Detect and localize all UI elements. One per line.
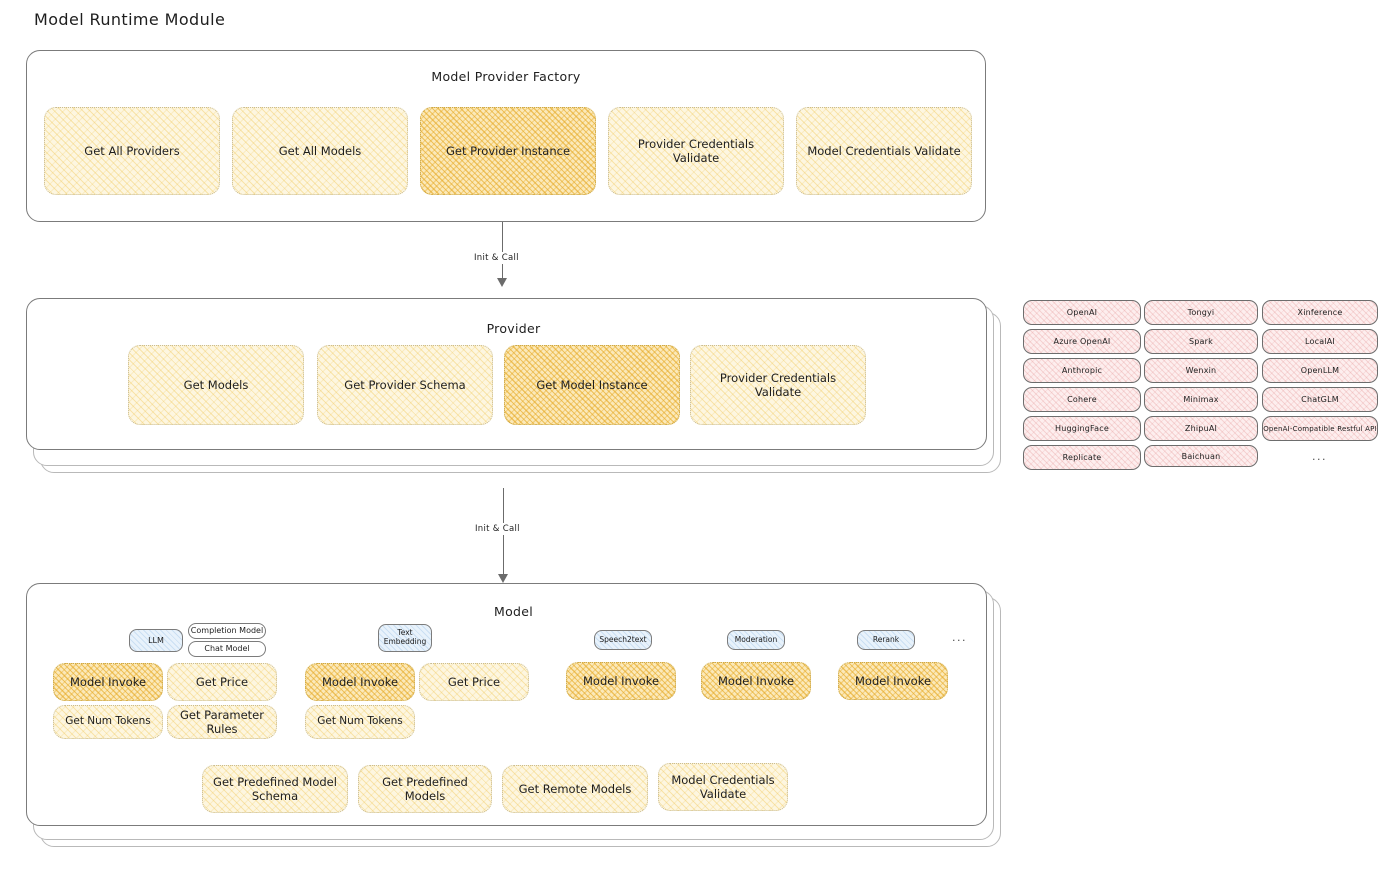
provider-item-provider-credentials-validate[interactable]: Provider Credentials Validate — [690, 345, 866, 425]
model-common-method-get-predefined-model-schema[interactable]: Get Predefined Model Schema — [202, 765, 348, 813]
provider-chip-wenxin[interactable]: Wenxin — [1144, 358, 1258, 383]
model-type-badge-rerank[interactable]: Rerank — [857, 630, 915, 650]
provider-item-get-models[interactable]: Get Models — [128, 345, 304, 425]
provider-chip-cohere[interactable]: Cohere — [1023, 387, 1141, 412]
factory-item-get-all-models[interactable]: Get All Models — [232, 107, 408, 195]
llm-method-get-parameter-rules[interactable]: Get Parameter Rules — [167, 705, 277, 739]
provider-chip-openai[interactable]: OpenAI — [1023, 300, 1141, 325]
provider-chip-spark[interactable]: Spark — [1144, 329, 1258, 354]
provider-card-title: Provider — [486, 321, 541, 336]
arrow-label-init-and-call: Init & Call — [471, 252, 522, 264]
provider-list: OpenAI Azure OpenAI Anthropic Cohere Hug… — [1023, 300, 1383, 475]
model-card: Model LLM Completion Model Chat Model Mo… — [26, 583, 1001, 848]
provider-chip-tongyi[interactable]: Tongyi — [1144, 300, 1258, 325]
page-title: Model Runtime Module — [34, 10, 226, 29]
model-subtype-badge-chat-model[interactable]: Chat Model — [188, 641, 266, 657]
text-embedding-method-model-invoke[interactable]: Model Invoke — [305, 663, 415, 701]
model-common-method-get-remote-models[interactable]: Get Remote Models — [502, 765, 648, 813]
provider-chip-xinference[interactable]: Xinference — [1262, 300, 1378, 325]
factory-item-get-all-providers[interactable]: Get All Providers — [44, 107, 220, 195]
model-card-title: Model — [493, 604, 534, 619]
provider-chip-anthropic[interactable]: Anthropic — [1023, 358, 1141, 383]
provider-chip-openai-compatible-restful-api[interactable]: OpenAI-Compatible Restful API — [1262, 416, 1378, 441]
factory-item-get-provider-instance[interactable]: Get Provider Instance — [420, 107, 596, 195]
model-common-method-model-credentials-validate[interactable]: Model Credentials Validate — [658, 763, 788, 811]
provider-chip-zhipuai[interactable]: ZhipuAI — [1144, 416, 1258, 441]
llm-method-get-num-tokens[interactable]: Get Num Tokens — [53, 705, 163, 739]
provider-list-more-ellipsis: ... — [1312, 450, 1327, 463]
provider-chip-replicate[interactable]: Replicate — [1023, 445, 1141, 470]
moderation-method-model-invoke[interactable]: Model Invoke — [701, 662, 811, 700]
rerank-method-model-invoke[interactable]: Model Invoke — [838, 662, 948, 700]
arrow-head — [497, 278, 507, 287]
text-embedding-method-get-num-tokens[interactable]: Get Num Tokens — [305, 705, 415, 739]
arrow-head — [498, 574, 508, 583]
provider-chip-baichuan[interactable]: Baichuan — [1144, 445, 1258, 467]
text-embedding-method-get-price[interactable]: Get Price — [419, 663, 529, 701]
provider-chip-openllm[interactable]: OpenLLM — [1262, 358, 1378, 383]
factory-item-model-credentials-validate[interactable]: Model Credentials Validate — [796, 107, 972, 195]
provider-card: Provider Get Models Get Provider Schema … — [26, 298, 1001, 473]
provider-item-get-model-instance[interactable]: Get Model Instance — [504, 345, 680, 425]
llm-method-model-invoke[interactable]: Model Invoke — [53, 663, 163, 701]
model-card-surface — [26, 583, 987, 826]
provider-chip-chatglm[interactable]: ChatGLM — [1262, 387, 1378, 412]
provider-item-get-provider-schema[interactable]: Get Provider Schema — [317, 345, 493, 425]
model-type-badge-speech2text[interactable]: Speech2text — [594, 630, 652, 650]
model-type-badge-llm[interactable]: LLM — [129, 629, 183, 652]
model-common-method-get-predefined-models[interactable]: Get Predefined Models — [358, 765, 492, 813]
factory-item-provider-credentials-validate[interactable]: Provider Credentials Validate — [608, 107, 784, 195]
model-provider-factory-card: Model Provider Factory Get All Providers… — [26, 50, 986, 222]
speech2text-method-model-invoke[interactable]: Model Invoke — [566, 662, 676, 700]
provider-chip-localai[interactable]: LocalAI — [1262, 329, 1378, 354]
llm-method-get-price[interactable]: Get Price — [167, 663, 277, 701]
model-subtype-badge-completion-model[interactable]: Completion Model — [188, 623, 266, 639]
provider-chip-minimax[interactable]: Minimax — [1144, 387, 1258, 412]
arrow-label-init-and-call: Init & Call — [472, 523, 523, 535]
provider-chip-huggingface[interactable]: HuggingFace — [1023, 416, 1141, 441]
model-type-badge-text-embedding[interactable]: Text Embedding — [378, 624, 432, 652]
factory-card-title: Model Provider Factory — [431, 69, 581, 84]
model-types-more-ellipsis: ... — [952, 631, 967, 644]
provider-chip-azure-openai[interactable]: Azure OpenAI — [1023, 329, 1141, 354]
model-type-badge-moderation[interactable]: Moderation — [727, 630, 785, 650]
